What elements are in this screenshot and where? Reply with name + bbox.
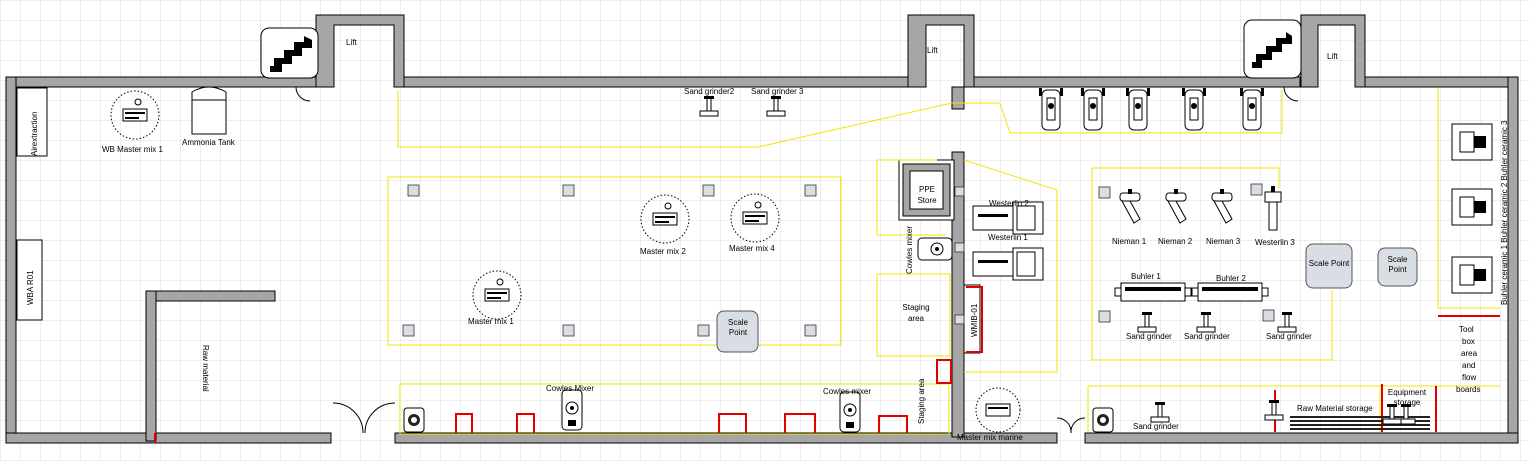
master-mix-marine-icon bbox=[975, 387, 1021, 433]
nieman-2-label: Nieman 2 bbox=[1158, 237, 1193, 246]
sand-grinder-3-label: Sand grinder 3 bbox=[751, 87, 804, 96]
scale-point bbox=[1305, 243, 1353, 289]
lift-label: Lift bbox=[346, 38, 357, 47]
buhler-ceramic-3-icon bbox=[1451, 256, 1493, 294]
scale-point-label: Scale Point bbox=[1387, 255, 1408, 274]
container-icon bbox=[403, 407, 425, 433]
storage-rack bbox=[1290, 414, 1430, 431]
svg-text:and: and bbox=[1462, 361, 1475, 370]
sand-grinder-label: Sand grinder bbox=[1126, 332, 1172, 341]
svg-text:box: box bbox=[1462, 337, 1475, 346]
scale-point-label: Scale Point bbox=[1308, 259, 1350, 268]
buhler-2-label: Buhler 2 bbox=[1216, 274, 1246, 283]
buhler-1-icon bbox=[1114, 282, 1192, 302]
scale-point bbox=[716, 310, 759, 353]
sand-grinder-label: Sand grinder bbox=[1184, 332, 1230, 341]
air-extraction-label: Airextraction bbox=[30, 112, 39, 156]
master-mix-marine-label: Master mix marine bbox=[957, 433, 1023, 442]
ppe-store-label: PPE Store bbox=[917, 185, 937, 205]
master-mix-2-label: Master mix 2 bbox=[640, 247, 686, 256]
buhler-2-icon bbox=[1191, 282, 1269, 302]
mill-icon bbox=[1080, 87, 1106, 131]
container-icon bbox=[1092, 407, 1114, 433]
wba-r01-label: WBA R01 bbox=[26, 270, 35, 305]
lift-label: Lift bbox=[1327, 52, 1338, 61]
sand-grinder-label: Sand grinder bbox=[1133, 422, 1179, 431]
svg-text:boards: boards bbox=[1456, 385, 1480, 394]
buhler-ceramic-2-icon bbox=[1451, 188, 1493, 226]
svg-text:Tool: Tool bbox=[1459, 325, 1474, 334]
raw-material-label: Raw material bbox=[201, 345, 210, 392]
ammonia-tank-label: Ammonia Tank bbox=[182, 138, 236, 147]
labels: Lift Lift Lift Airextraction WBA R01 WB … bbox=[26, 38, 1509, 442]
svg-text:flow: flow bbox=[1462, 373, 1476, 382]
westerlin-3-label: Westerlin 3 bbox=[1255, 238, 1295, 247]
mill-icon bbox=[1125, 87, 1151, 131]
staging-area-label: Staging area bbox=[917, 378, 926, 424]
buhler-ceramic-label: Buhler ceramic 1 Buhler ceramic 2 Buhler… bbox=[1500, 120, 1509, 305]
lift-label: Lift bbox=[927, 46, 938, 55]
scale-point bbox=[1377, 247, 1418, 287]
westerlin-2-label: Westerlin 2 bbox=[989, 199, 1029, 208]
zone-outlines bbox=[387, 88, 1500, 435]
master-mix-4-label: Master mix 4 bbox=[729, 244, 775, 253]
staging-area-label: Staging area bbox=[902, 303, 930, 323]
door-icon bbox=[295, 86, 1299, 434]
cowles-mixer-label: Cowles Mixer bbox=[546, 384, 594, 393]
nieman-1-label: Nieman 1 bbox=[1112, 237, 1147, 246]
walls bbox=[5, 14, 1519, 444]
mill-icon bbox=[1038, 87, 1064, 131]
ammonia-tank-icon bbox=[191, 86, 227, 135]
raw-material-storage-label: Raw Material storage bbox=[1297, 404, 1373, 413]
buhler-1-label: Buhler 1 bbox=[1131, 272, 1161, 281]
wmib-01-label: WMIB-01 bbox=[970, 303, 979, 337]
westerlin-3-icon bbox=[1264, 186, 1282, 231]
mill-icon bbox=[1181, 87, 1207, 131]
mill-icon bbox=[1239, 87, 1265, 131]
stairs-icon bbox=[260, 27, 319, 79]
westerlin-1-icon bbox=[972, 247, 1044, 281]
sand-grinder-label: Sand grinder bbox=[1266, 332, 1312, 341]
svg-text:area: area bbox=[1461, 349, 1478, 358]
stairs-icon bbox=[1243, 19, 1302, 79]
column-markers bbox=[402, 183, 1275, 337]
tool-box-label: Tool box area and flow boards bbox=[1456, 325, 1480, 394]
scale-point-label: Scale Point bbox=[727, 318, 748, 337]
cowles-mixer-icon bbox=[839, 391, 861, 433]
westerlin-1-label: Westerlin 1 bbox=[988, 233, 1028, 242]
wb-master-mix-1-label: WB Master mix 1 bbox=[102, 145, 163, 154]
master-mix-1-label: Master mix 1 bbox=[468, 317, 514, 326]
buhler-ceramic-1-icon bbox=[1451, 123, 1493, 161]
sand-grinder-2-label: Sand grinder2 bbox=[684, 87, 735, 96]
nieman-3-label: Nieman 3 bbox=[1206, 237, 1241, 246]
cowles-mixer-label: Cowles mixer bbox=[905, 226, 914, 274]
cowles-mixer-icon bbox=[917, 237, 953, 261]
equipment-storage-label: Equipment storage bbox=[1387, 388, 1427, 407]
cowles-mixer-icon bbox=[561, 389, 583, 431]
cowles-mixer-label: Cowles mixer bbox=[823, 387, 871, 396]
